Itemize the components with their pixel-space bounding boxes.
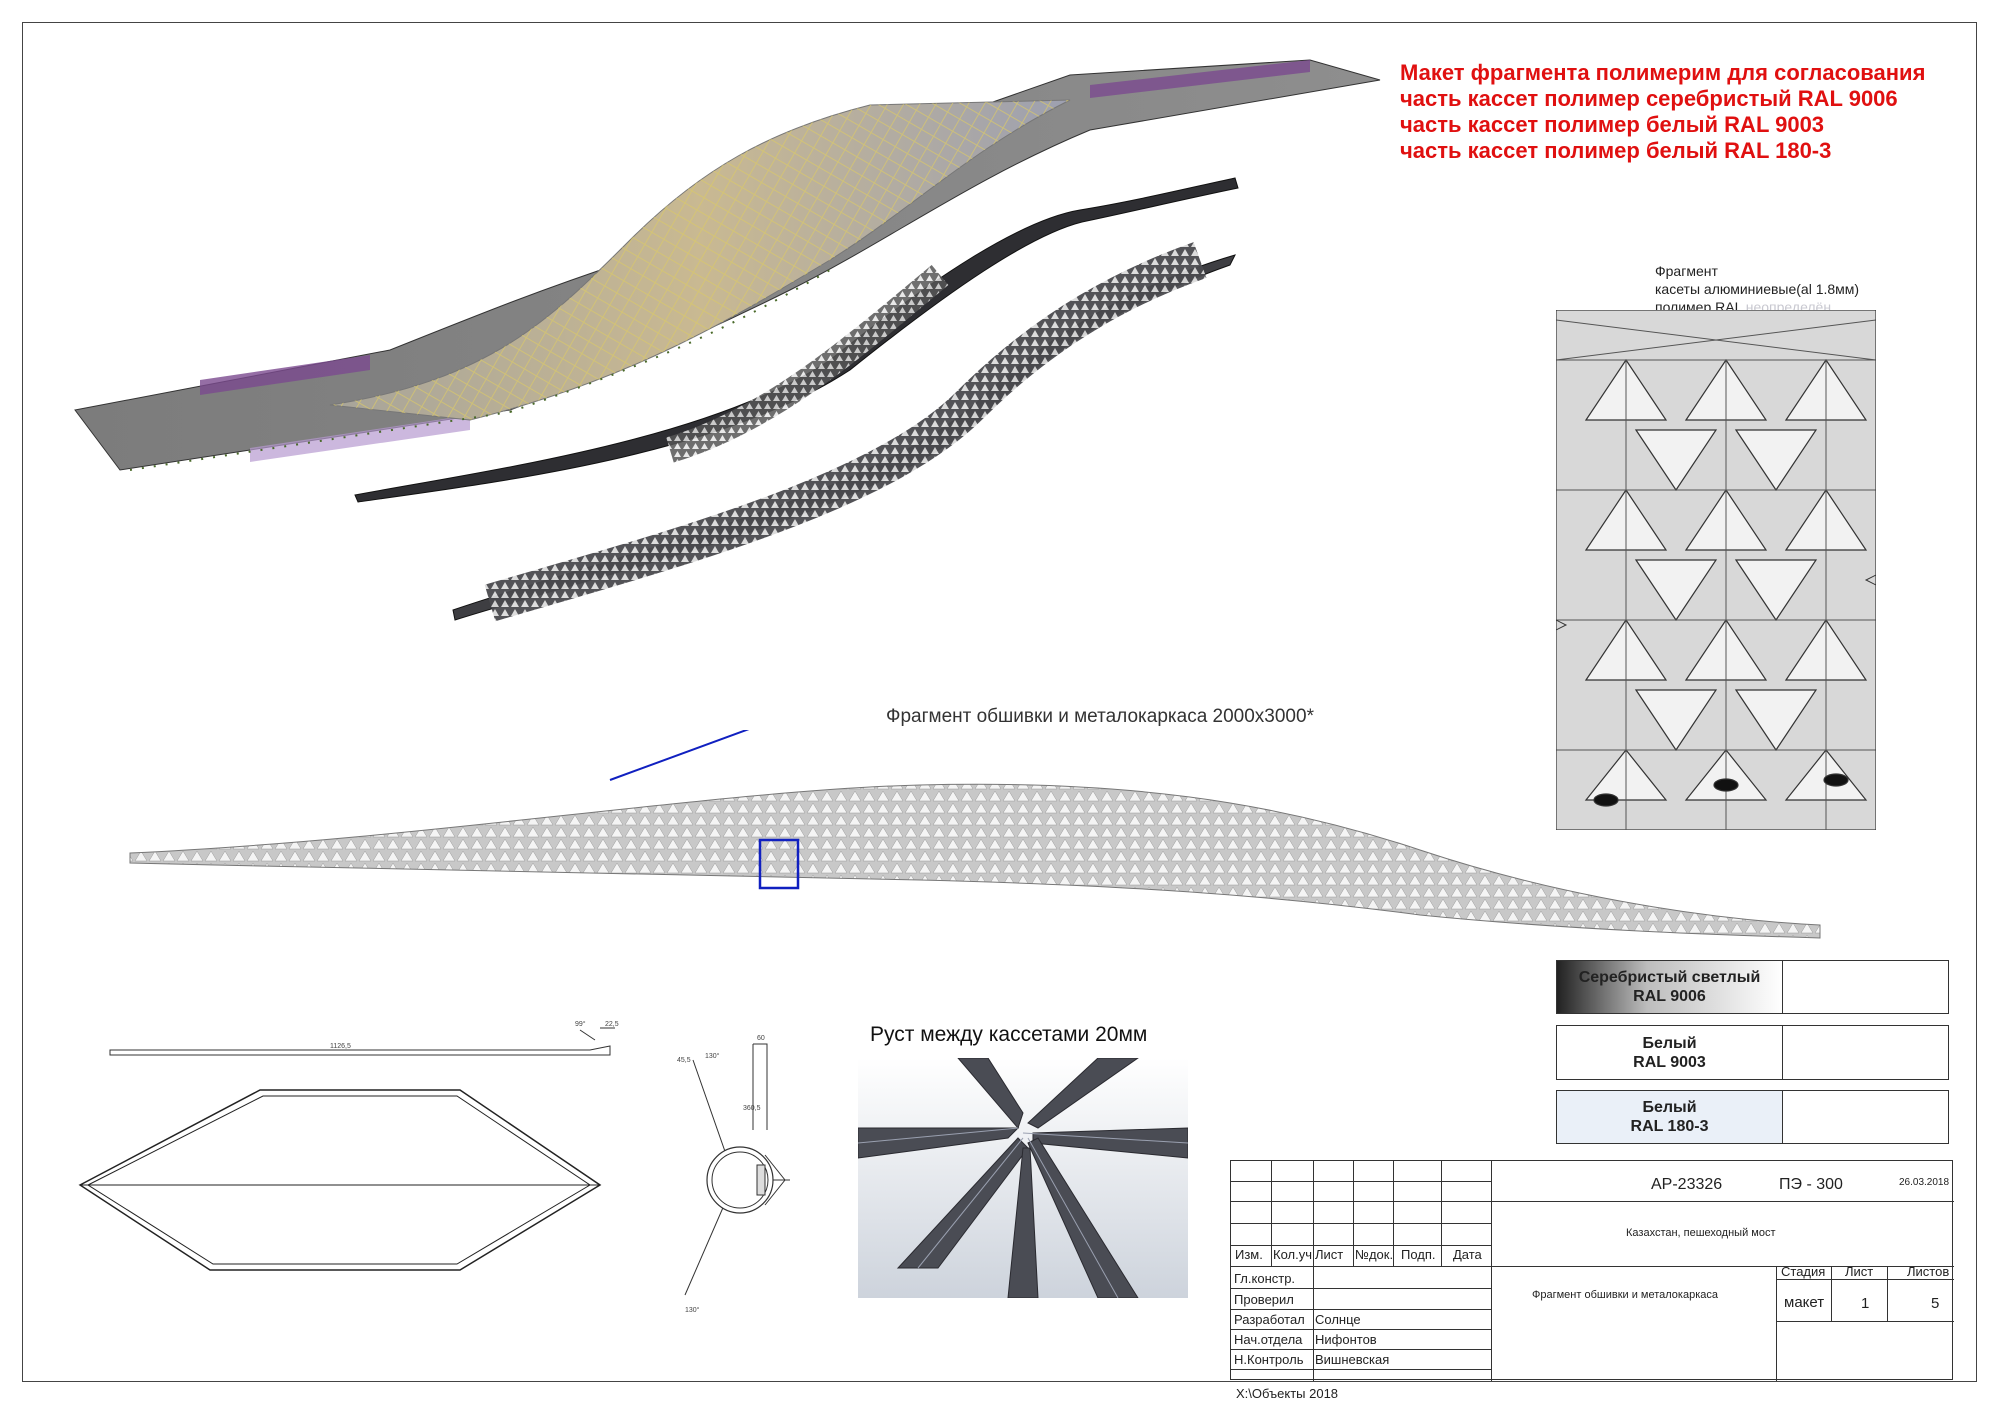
col-header: Лист bbox=[1315, 1247, 1344, 1262]
bridge-render bbox=[74, 59, 1381, 622]
sheet-value: 1 bbox=[1861, 1295, 1870, 1312]
title-block: АР-23326 ПЭ - 300 26.03.2018 Казахстан, … bbox=[1230, 1160, 1954, 1381]
col-header: Дата bbox=[1453, 1247, 1482, 1262]
project-code: ПЭ - 300 bbox=[1779, 1176, 1843, 1193]
role-label: Разработал bbox=[1234, 1312, 1305, 1327]
file-path: X:\Объекты 2018 bbox=[1236, 1386, 1339, 1401]
sheet-title: Фрагмент обшивки и металокаркаса bbox=[1532, 1289, 1718, 1301]
swatch-code: RAL 9006 bbox=[1633, 988, 1706, 1005]
note-line: часть кассет полимер белый RAL 180-3 bbox=[1400, 138, 1832, 163]
role-name: Нифонтов bbox=[1315, 1332, 1377, 1347]
dim-pipe-dim: 360,5 bbox=[743, 1105, 761, 1112]
role-label: Проверил bbox=[1234, 1292, 1294, 1307]
role-name: Солнце bbox=[1315, 1312, 1361, 1327]
col-header: Кол.уч bbox=[1273, 1247, 1312, 1262]
dim-panel-length: 1126,5 bbox=[330, 1043, 351, 1050]
dim-panel-angle: 99° bbox=[575, 1020, 586, 1028]
swatch-row: Белый RAL 9003 bbox=[1556, 1025, 1949, 1080]
note-line: Макет фрагмента полимерим для согласован… bbox=[1400, 60, 1926, 85]
rust-label: Руст между кассетами 20мм bbox=[870, 1023, 1148, 1046]
dim-pipe-angle2: 130° bbox=[705, 1052, 720, 1060]
cassette-detail-render bbox=[1556, 310, 1876, 830]
dim-panel-end: 22,5 bbox=[605, 1021, 619, 1028]
swatch-white-9003: Белый RAL 9003 bbox=[1557, 1026, 1783, 1079]
sheets-header: Листов bbox=[1907, 1264, 1950, 1279]
rust-render bbox=[858, 1058, 1188, 1298]
panel-drawing: 1126,5 99° 22,5 bbox=[78, 1020, 619, 1271]
swatch-name: Белый bbox=[1642, 1099, 1697, 1116]
approval-note: Макет фрагмента полимерим для согласован… bbox=[1400, 60, 1925, 164]
note-line: часть кассет полимер серебристый RAL 900… bbox=[1400, 86, 1898, 111]
swatch-row: Серебристый светлый RAL 9006 bbox=[1556, 960, 1949, 1014]
stage-value: макет bbox=[1784, 1294, 1825, 1311]
project-name: Казахстан, пешеходный мост bbox=[1626, 1227, 1776, 1239]
role-label: Н.Контроль bbox=[1234, 1352, 1304, 1367]
role-label: Гл.констр. bbox=[1234, 1271, 1296, 1286]
drawing-frame bbox=[22, 22, 1977, 1382]
cassette-label-line: Фрагмент bbox=[1655, 263, 1718, 279]
swatch-name: Серебристый светлый bbox=[1578, 969, 1761, 986]
stage-header: Стадия bbox=[1781, 1264, 1826, 1279]
col-header: №док. bbox=[1355, 1247, 1394, 1262]
swatch-silver: Серебристый светлый RAL 9006 bbox=[1557, 961, 1783, 1013]
swatch-row: Белый RAL 180-3 bbox=[1556, 1090, 1949, 1144]
pipe-connection-drawing: 60 45,5 130° 360,5 130° bbox=[677, 1035, 790, 1314]
role-name: Вишневская bbox=[1315, 1352, 1390, 1367]
drawing-code: АР-23326 bbox=[1651, 1176, 1723, 1193]
drawing-date: 26.03.2018 bbox=[1899, 1177, 1950, 1188]
fragment-label: Фрагмент обшивки и металокаркаса 2000х30… bbox=[886, 706, 1314, 727]
note-line: часть кассет полимер белый RAL 9003 bbox=[1400, 112, 1825, 137]
role-label: Нач.отдела bbox=[1234, 1332, 1303, 1347]
fragment-highlight-box bbox=[758, 838, 800, 890]
dim-pipe-top: 60 bbox=[757, 1035, 765, 1042]
col-header: Изм. bbox=[1235, 1247, 1263, 1262]
dim-pipe-angle3: 130° bbox=[685, 1306, 700, 1314]
swatch-name: Белый bbox=[1642, 1034, 1697, 1052]
bridge-elevation bbox=[129, 730, 1821, 939]
swatch-white-180: Белый RAL 180-3 bbox=[1557, 1091, 1783, 1143]
col-header: Подп. bbox=[1401, 1247, 1436, 1262]
dim-pipe-angle1: 45,5 bbox=[677, 1057, 691, 1064]
cassette-label-line: касеты алюминиевые(al 1.8мм) bbox=[1655, 281, 1860, 297]
swatch-code: RAL 180-3 bbox=[1630, 1118, 1709, 1135]
sheets-value: 5 bbox=[1931, 1295, 1940, 1312]
swatch-code: RAL 9003 bbox=[1633, 1053, 1706, 1071]
sheet-header: Лист bbox=[1845, 1264, 1874, 1279]
